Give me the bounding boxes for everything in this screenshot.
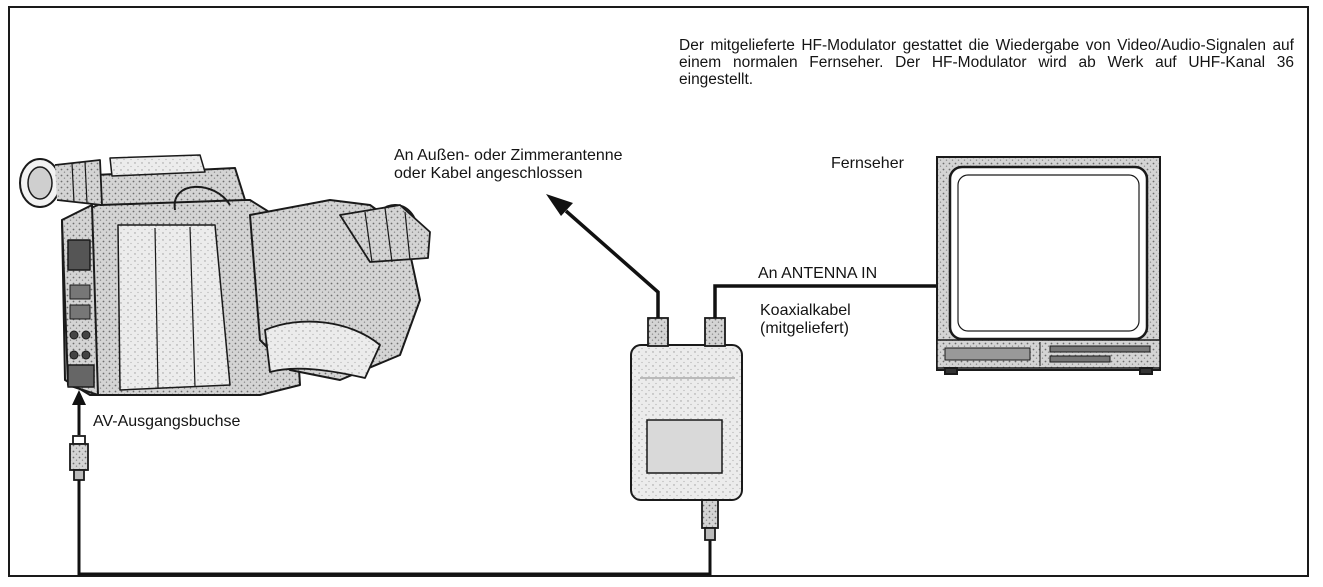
hf-modulator — [630, 344, 743, 501]
television-illustration — [936, 156, 1161, 375]
modulator-connectors — [647, 317, 726, 347]
camcorder-illustration — [19, 154, 431, 396]
television-label: Fernseher — [831, 155, 904, 172]
modulator-plug — [701, 497, 719, 541]
av-cable — [77, 480, 712, 576]
coax-cable-label: Koaxialkabel (mitgeliefert) — [760, 302, 851, 337]
av-output-label: AV-Ausgangsbuchse — [93, 413, 241, 430]
av-output-arrow — [72, 390, 86, 435]
coax-cable — [713, 284, 940, 318]
antenna-connection-label: An Außen- oder Zimmerantenne oder Kabel … — [394, 147, 623, 182]
antenna-cable-arrow — [546, 194, 660, 318]
intro-paragraph: Der mitgelieferte HF-Modulator gestattet… — [679, 37, 1294, 88]
av-plug — [69, 435, 89, 481]
diagram-frame — [8, 6, 1309, 577]
antenna-in-label: An ANTENNA IN — [758, 265, 878, 282]
